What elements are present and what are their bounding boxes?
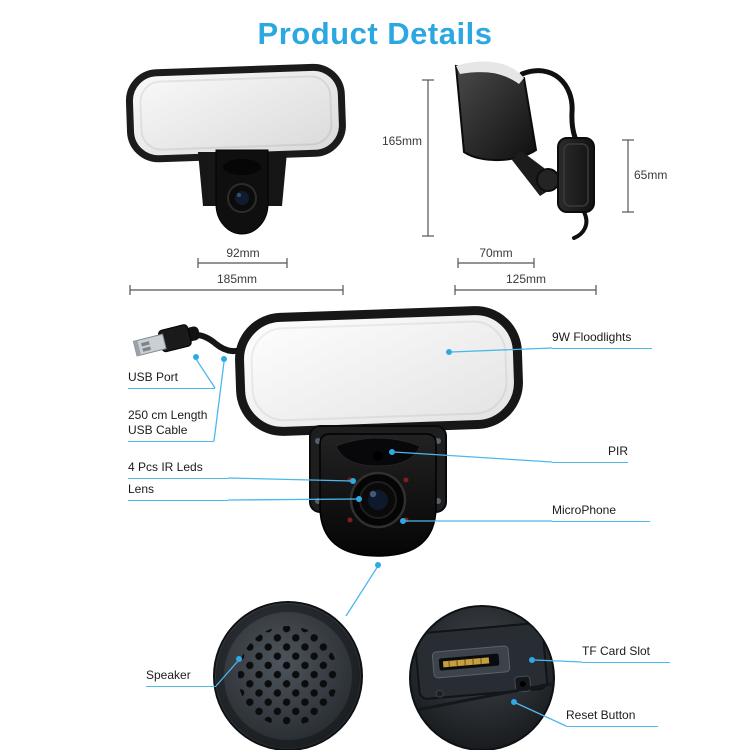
front-view-illustration (125, 63, 346, 235)
page-title: Product Details (257, 16, 493, 51)
dim-65mm (622, 139, 634, 213)
dim-185mm (129, 285, 344, 295)
callout-pir: PIR (552, 444, 628, 463)
usb-cable-leader (213, 356, 227, 442)
callout-tf-card-slot: TF Card Slot (582, 644, 670, 663)
side-view-illustration (454, 61, 595, 240)
callout-usb-port: USB Port (128, 370, 215, 389)
dim-label-camera-width: 92mm (226, 246, 260, 260)
floodlights-leader (446, 347, 553, 355)
callout-speaker: Speaker (146, 668, 216, 687)
callout-reset-button: Reset Button (566, 708, 658, 727)
dim-92mm (197, 258, 288, 268)
dim-125mm (454, 285, 597, 295)
dim-label-side-head-depth: 70mm (479, 246, 513, 260)
microphone-leader (400, 518, 552, 524)
dim-165mm (422, 79, 434, 237)
callout-microphone: MicroPhone (552, 503, 650, 522)
ir-leds-leader (227, 477, 356, 484)
tf-slot-detail-circle (409, 605, 555, 750)
tf-card-slot-illustration (431, 645, 511, 679)
tf-card-slot-leader (529, 657, 583, 663)
callout-ir-leds: 4 Pcs IR Leds (128, 460, 228, 479)
pir-leader (389, 449, 553, 463)
speaker-leader (215, 656, 242, 687)
dim-label-front-total-width: 185mm (216, 272, 257, 286)
speaker-source-leader (345, 562, 381, 617)
reset-button-leader (511, 699, 567, 727)
dim-70mm (457, 258, 535, 268)
lens-leader (227, 496, 362, 502)
usb-connector (132, 324, 200, 357)
dim-label-side-height: 65mm (634, 168, 668, 182)
callout-usb-cable: 250 cm Length USB Cable (128, 408, 214, 442)
usb-port-leader (193, 354, 216, 389)
main-view-illustration (132, 306, 523, 557)
dim-label-front-height: 165mm (381, 134, 422, 148)
speaker-detail-circle (213, 601, 363, 750)
callout-lens: Lens (128, 482, 228, 501)
dim-label-side-total-depth: 125mm (505, 272, 546, 286)
dimension-lines (129, 79, 634, 295)
leader-lines (193, 347, 583, 727)
callout-floodlights: 9W Floodlights (552, 330, 652, 349)
